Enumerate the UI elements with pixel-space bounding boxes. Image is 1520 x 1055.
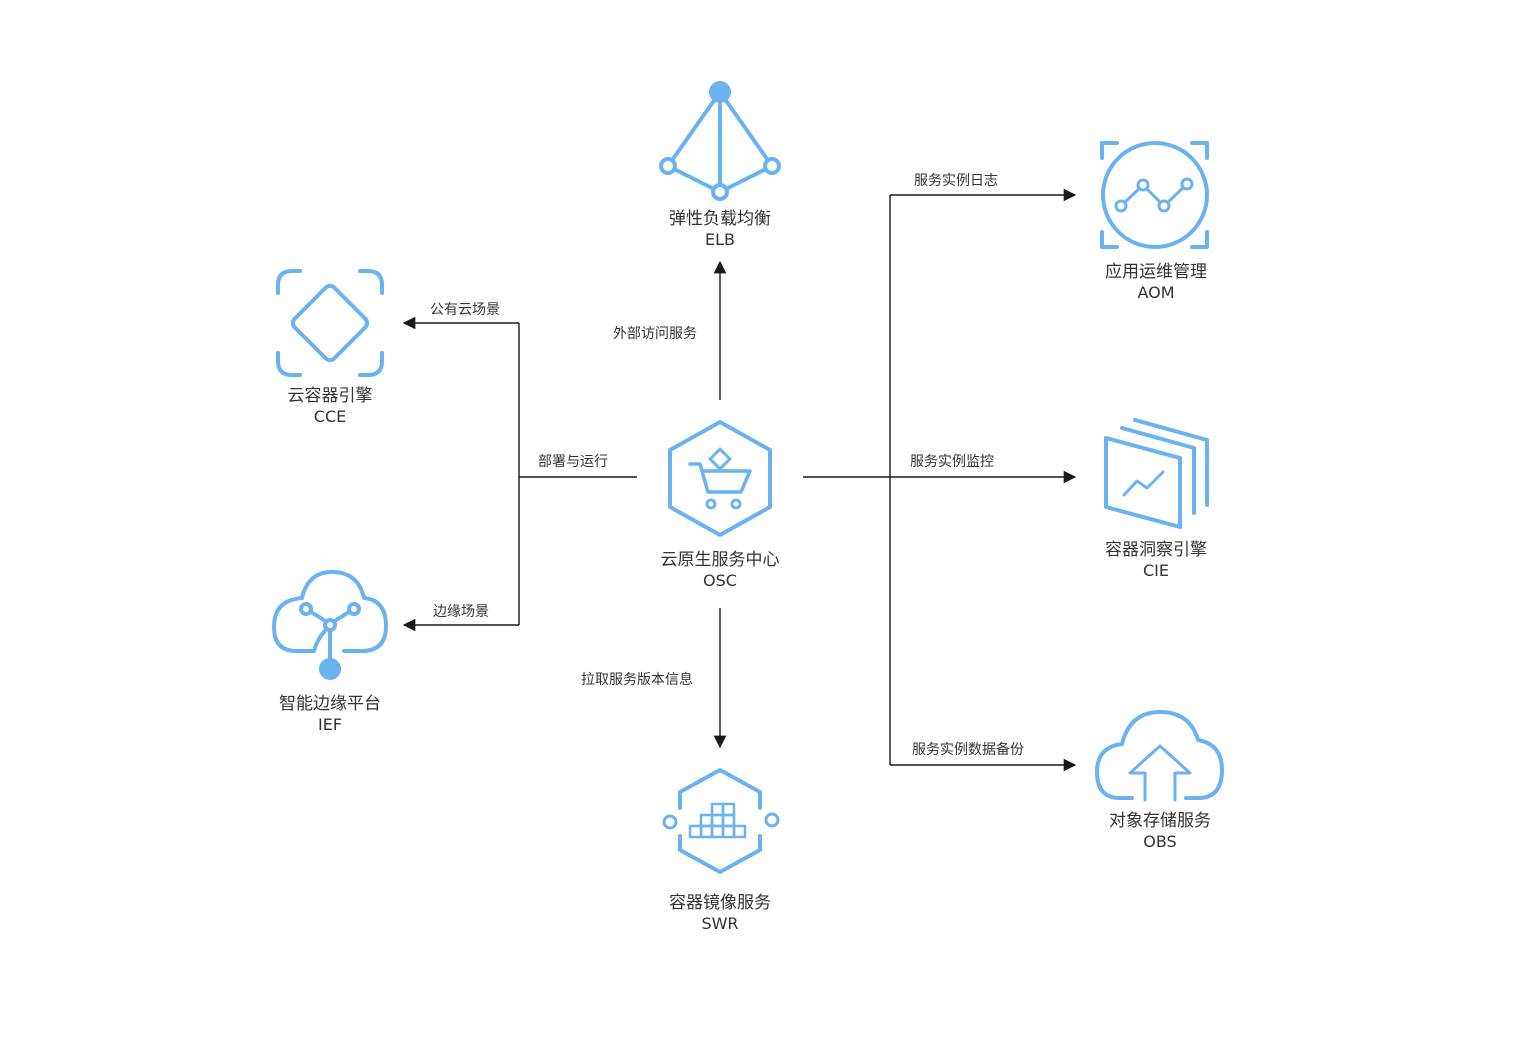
edge-label-to-aom: 服务实例日志 — [914, 173, 998, 189]
edge-label-to-obs: 服务实例数据备份 — [912, 742, 1024, 758]
circle-trend-icon — [1100, 141, 1209, 249]
stacked-cards-icon — [1104, 418, 1209, 529]
edge-label-to-ief: 边缘场景 — [433, 604, 489, 620]
node-obs-name: 对象存储服务 — [1109, 811, 1211, 831]
hexagon-cart-icon — [668, 420, 772, 537]
node-osc: 云原生服务中心 OSC — [661, 550, 780, 591]
node-cie-code: CIE — [1143, 561, 1169, 580]
node-aom-name: 应用运维管理 — [1105, 262, 1207, 282]
edge-label-to-elb: 外部访问服务 — [613, 326, 697, 342]
node-obs: 对象存储服务 OBS — [1109, 811, 1211, 852]
node-swr-code: SWR — [701, 914, 739, 933]
node-ief-name: 智能边缘平台 — [279, 694, 381, 714]
cloud-upload-icon — [1095, 710, 1224, 802]
edge-label-to-cie: 服务实例监控 — [910, 454, 994, 470]
node-cce-name: 云容器引擎 — [287, 386, 373, 406]
diamond-frame-icon — [276, 269, 384, 377]
node-ief-code: IEF — [317, 715, 343, 734]
node-cce: 云容器引擎 CCE — [288, 386, 373, 427]
node-cie-name: 容器洞察引擎 — [1105, 540, 1207, 560]
node-cie: 容器洞察引擎 CIE — [1105, 540, 1207, 581]
node-aom: 应用运维管理 AOM — [1105, 262, 1207, 303]
pyramid-network-icon — [659, 81, 781, 201]
node-swr-name: 容器镜像服务 — [669, 893, 771, 913]
node-obs-code: OBS — [1143, 832, 1177, 851]
edge-label-deploy: 部署与运行 — [538, 454, 608, 470]
edge-label-to-swr: 拉取服务版本信息 — [581, 672, 693, 688]
node-swr: 容器镜像服务 SWR — [669, 893, 771, 934]
node-elb-code: ELB — [705, 230, 735, 249]
cloud-node-icon — [272, 570, 388, 680]
node-aom-code: AOM — [1137, 283, 1175, 302]
edge-label-to-cce: 公有云场景 — [430, 302, 500, 318]
node-elb-name: 弹性负载均衡 — [669, 209, 771, 229]
hexagon-blocks-icon — [662, 768, 780, 874]
connectors — [402, 188, 1077, 772]
node-osc-code: OSC — [703, 571, 737, 590]
node-elb: 弹性负载均衡 ELB — [669, 209, 771, 250]
node-ief: 智能边缘平台 IEF — [279, 694, 381, 735]
node-osc-name: 云原生服务中心 — [660, 550, 780, 570]
node-cce-code: CCE — [313, 407, 347, 426]
